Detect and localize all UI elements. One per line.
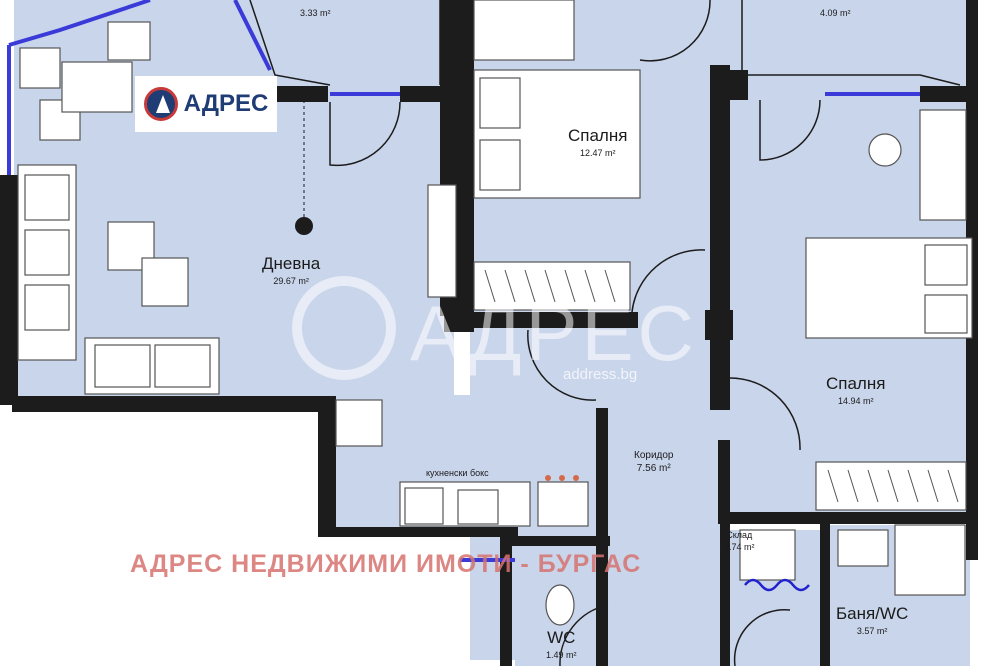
room-label-bedroom-1: Спалня 12.47 m² <box>568 126 628 158</box>
room-label-storage: Склад 0.74 m² <box>724 530 755 552</box>
door-swings <box>329 0 821 666</box>
room-label-corridor: Коридор 7.56 m² <box>634 450 674 474</box>
watermark-logo-icon <box>292 276 396 380</box>
furniture <box>17 0 973 626</box>
watermark-caption: АДРЕС НЕДВИЖИМИ ИМОТИ - БУРГАС <box>130 550 642 578</box>
stove-burners-icon <box>545 475 579 481</box>
logo-text: АДРЕС <box>183 90 269 117</box>
room-label-bath: Баня/WC 3.57 m² <box>836 604 909 636</box>
balcony-frames <box>249 0 961 86</box>
wardrobe-hatching <box>484 269 959 503</box>
water-heater-line <box>744 578 810 592</box>
windows <box>7 0 920 562</box>
exterior-block <box>0 428 318 666</box>
room-label-living: Дневна 29.67 m² <box>262 254 321 286</box>
room-label-terrace-right: 4.09 m² <box>820 8 851 18</box>
watermark-site: address.bg <box>563 366 638 383</box>
room-label-terrace-left: 3.33 m² <box>300 8 331 18</box>
room-label-bedroom-2: Спалня 14.94 m² <box>826 374 886 406</box>
room-label-kitchen: кухненски бокс <box>426 468 489 478</box>
watermark-main: АДРЕС <box>410 289 698 377</box>
pendant-light-icon <box>295 217 313 235</box>
adres-logo-icon <box>143 87 178 121</box>
room-label-wc: WC 1.49 m² <box>546 628 577 660</box>
adres-logo: АДРЕС <box>135 76 277 132</box>
